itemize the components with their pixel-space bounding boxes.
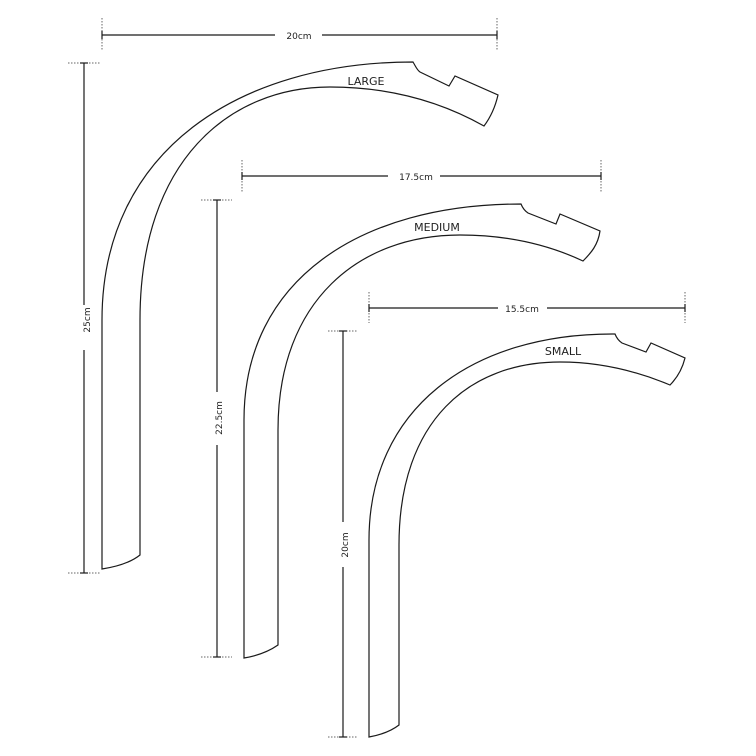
large-height-label: 25cm (83, 307, 93, 332)
medium-piece: MEDIUM 17.5cm 22.5cm (201, 160, 602, 659)
small-outline (368, 333, 686, 738)
large-piece: LARGE 20cm 25cm (68, 18, 499, 574)
small-label: SMALL (545, 345, 582, 358)
medium-outline (243, 203, 601, 659)
medium-width-label: 17.5cm (399, 173, 433, 183)
small-piece: SMALL 15.5cm 20cm (328, 292, 686, 738)
medium-height-label: 22.5cm (215, 401, 225, 435)
small-height-label: 20cm (341, 532, 351, 557)
large-width-label: 20cm (286, 32, 311, 42)
large-label: LARGE (347, 75, 384, 88)
small-width-label: 15.5cm (505, 305, 539, 315)
large-outline (101, 61, 499, 570)
medium-label: MEDIUM (414, 221, 460, 234)
